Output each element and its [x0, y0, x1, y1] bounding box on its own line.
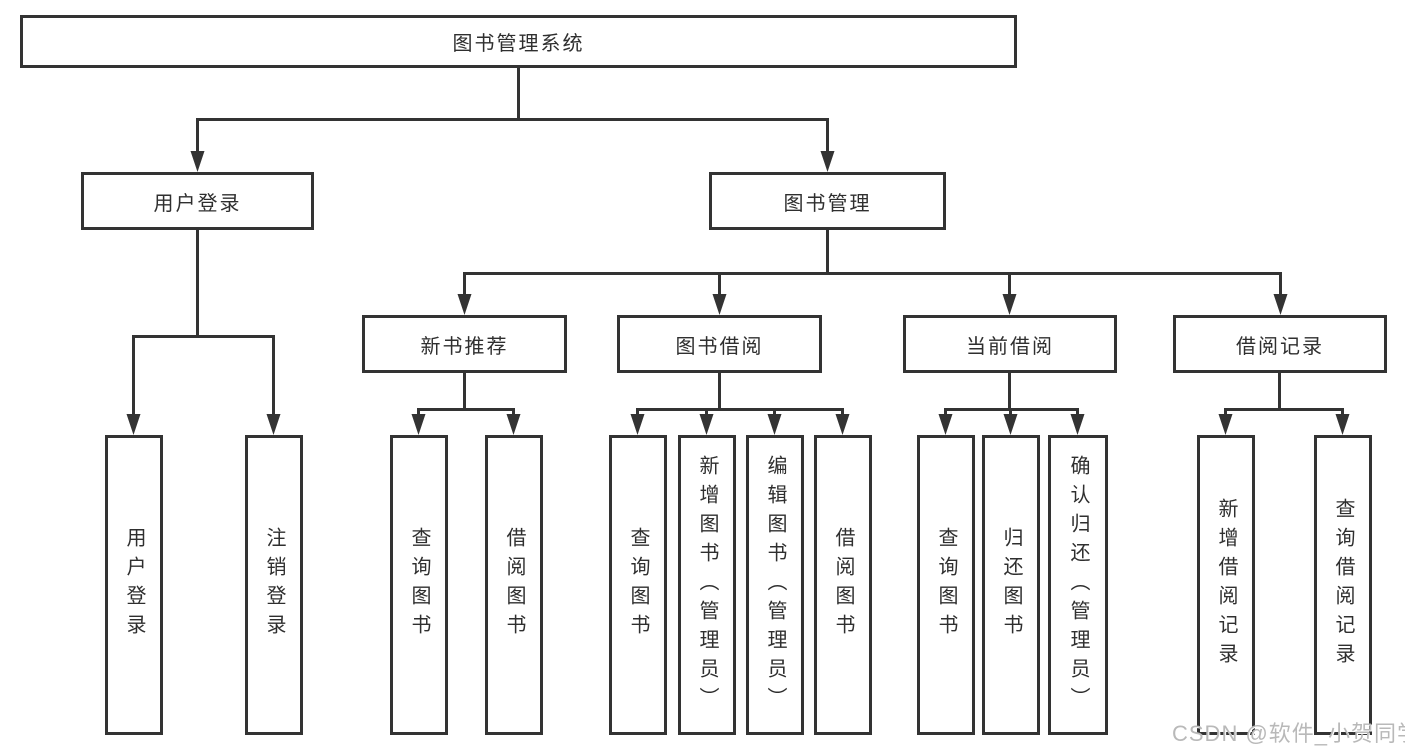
arrowhead-leaf-query-books-c — [938, 414, 953, 435]
node-label: 用户登录 — [153, 192, 242, 215]
node-book-borrowing: 图书借阅 — [617, 315, 822, 373]
arrowhead-leaf-borrow-books-a — [506, 414, 521, 435]
node-label: 当前借阅 — [966, 335, 1054, 358]
arrowhead-leaf-query-record — [1335, 414, 1350, 435]
connector-current-to-leaves — [944, 372, 1079, 420]
leaf-label: 新增借阅记录 — [1215, 498, 1237, 672]
node-library-system: 图书管理系统 — [20, 15, 1017, 68]
leaf-label: 查询借阅记录 — [1332, 498, 1354, 672]
leaf-label: 查询图书 — [935, 527, 957, 643]
arrowhead-leaf-add-book — [699, 414, 714, 435]
connector-mgmt-to-level3 — [463, 229, 1282, 300]
arrowhead-leaf-query-books-b — [630, 414, 645, 435]
arrowhead-leaf-borrow-books-b — [835, 414, 850, 435]
arrowhead-leaf-query-books-a — [411, 414, 426, 435]
leaf-label: 编辑图书（管理员） — [764, 454, 786, 716]
node-label: 图书管理 — [783, 192, 872, 215]
arrowhead-leaf-logout — [266, 414, 281, 435]
leaf-label: 借阅图书 — [503, 527, 525, 643]
node-book-management: 图书管理 — [709, 172, 946, 230]
leaf-label: 用户登录 — [123, 527, 145, 643]
leaf-query-books-current: 查询图书 — [917, 435, 975, 735]
leaf-label: 查询图书 — [627, 527, 649, 643]
connector-userlogin-to-leaves — [132, 229, 275, 420]
node-borrowing-records: 借阅记录 — [1173, 315, 1387, 373]
arrowhead-leaf-return-book — [1003, 414, 1018, 435]
node-label: 图书管理系统 — [452, 33, 585, 55]
leaf-confirm-return-admin: 确认归还（管理员） — [1048, 435, 1108, 735]
arrowhead-leaf-user-login — [126, 414, 141, 435]
csdn-watermark: CSDN @软件_小贺同学 — [1172, 721, 1405, 746]
node-current-borrowing: 当前借阅 — [903, 315, 1117, 373]
leaf-label: 归还图书 — [1000, 527, 1022, 643]
leaf-query-books-recommend: 查询图书 — [390, 435, 448, 735]
leaf-query-books-borrowing: 查询图书 — [609, 435, 667, 735]
connector-newbook-to-leaves — [417, 372, 515, 420]
connector-bookborrow-to-leaves — [636, 372, 844, 420]
node-new-book-recommend: 新书推荐 — [362, 315, 567, 373]
leaf-borrow-books-recommend: 借阅图书 — [485, 435, 543, 735]
leaf-edit-book-admin: 编辑图书（管理员） — [746, 435, 804, 735]
node-label: 借阅记录 — [1236, 335, 1324, 358]
arrowhead-new-book-recommend — [457, 294, 472, 315]
arrowhead-book-management — [820, 151, 835, 172]
arrowhead-leaf-confirm-return — [1070, 414, 1085, 435]
arrowhead-leaf-add-record — [1218, 414, 1233, 435]
leaf-user-login: 用户登录 — [105, 435, 163, 735]
leaf-query-borrow-record: 查询借阅记录 — [1314, 435, 1372, 735]
leaf-label: 新增图书（管理员） — [696, 454, 718, 716]
leaf-add-borrow-record: 新增借阅记录 — [1197, 435, 1255, 735]
node-label: 图书借阅 — [675, 335, 764, 358]
arrowhead-current-borrowing — [1002, 294, 1017, 315]
arrowhead-user-login — [190, 151, 205, 172]
arrowhead-leaf-edit-book — [767, 414, 782, 435]
leaf-return-book: 归还图书 — [982, 435, 1040, 735]
node-user-login: 用户登录 — [81, 172, 314, 230]
leaf-borrow-books: 借阅图书 — [814, 435, 872, 735]
leaf-label: 注销登录 — [263, 527, 285, 643]
connector-records-to-leaves — [1224, 372, 1344, 420]
connector-root-to-level2 — [196, 67, 829, 158]
arrowhead-book-borrowing — [712, 294, 727, 315]
leaf-label: 查询图书 — [408, 527, 430, 643]
leaf-logout: 注销登录 — [245, 435, 303, 735]
leaf-label: 确认归还（管理员） — [1067, 454, 1089, 716]
arrowhead-borrowing-records — [1273, 294, 1288, 315]
node-label: 新书推荐 — [420, 335, 509, 358]
leaf-add-book-admin: 新增图书（管理员） — [678, 435, 736, 735]
leaf-label: 借阅图书 — [832, 527, 854, 643]
